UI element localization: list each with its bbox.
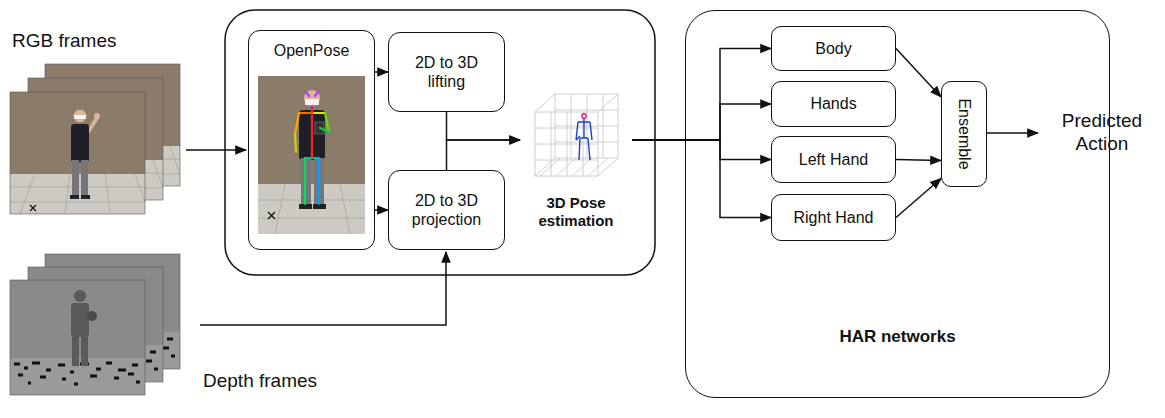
plot-block: 3D Pose estimation <box>520 86 632 234</box>
text-label: Depth frames <box>203 370 317 393</box>
connector-arrow <box>896 160 941 161</box>
depth-frames <box>10 254 180 395</box>
rgb-frames <box>10 64 180 214</box>
text-label: Predicted Action <box>1043 110 1161 156</box>
openpose-box: OpenPose <box>248 30 375 250</box>
node-text: Right Hand <box>793 208 873 227</box>
node-text: Ensemble <box>954 98 973 169</box>
node-text: Left Hand <box>799 150 868 169</box>
process-box: 2D to 3D projection <box>388 170 505 250</box>
openpose-image <box>258 76 365 234</box>
connector-arrow <box>896 49 941 97</box>
connector-arrow <box>447 140 521 170</box>
connector-arrow <box>632 49 771 141</box>
network-box: Hands <box>771 81 896 127</box>
node-text: 3D Pose estimation <box>524 194 628 230</box>
connector-arrow <box>632 140 771 218</box>
node-text: OpenPose <box>274 41 350 60</box>
connector-arrow <box>375 71 388 73</box>
node-text: Hands <box>810 94 856 113</box>
node-text: Body <box>815 39 851 58</box>
process-box: 2D to 3D lifting <box>388 32 505 112</box>
connector-arrow <box>375 209 388 211</box>
ensemble-box: Ensemble <box>941 81 987 187</box>
input-arrows <box>186 133 1038 325</box>
group-box: HAR networks BodyHandsLeft HandRight Hand… <box>685 10 1110 398</box>
node-text: 2D to 3D lifting <box>395 53 498 91</box>
node-text: HAR networks <box>839 327 955 347</box>
connector-arrow <box>447 112 521 140</box>
connector-arrow <box>896 179 941 218</box>
connector-arrow <box>632 104 771 140</box>
node-text: 2D to 3D projection <box>395 191 498 229</box>
module-outline <box>225 10 655 275</box>
network-box: Left Hand <box>771 136 896 183</box>
text-label: RGB frames <box>12 30 117 53</box>
network-box: Right Hand <box>771 194 896 241</box>
connector-arrow <box>632 140 771 160</box>
network-box: Body <box>771 26 896 71</box>
pose-3d-plot <box>535 94 618 176</box>
